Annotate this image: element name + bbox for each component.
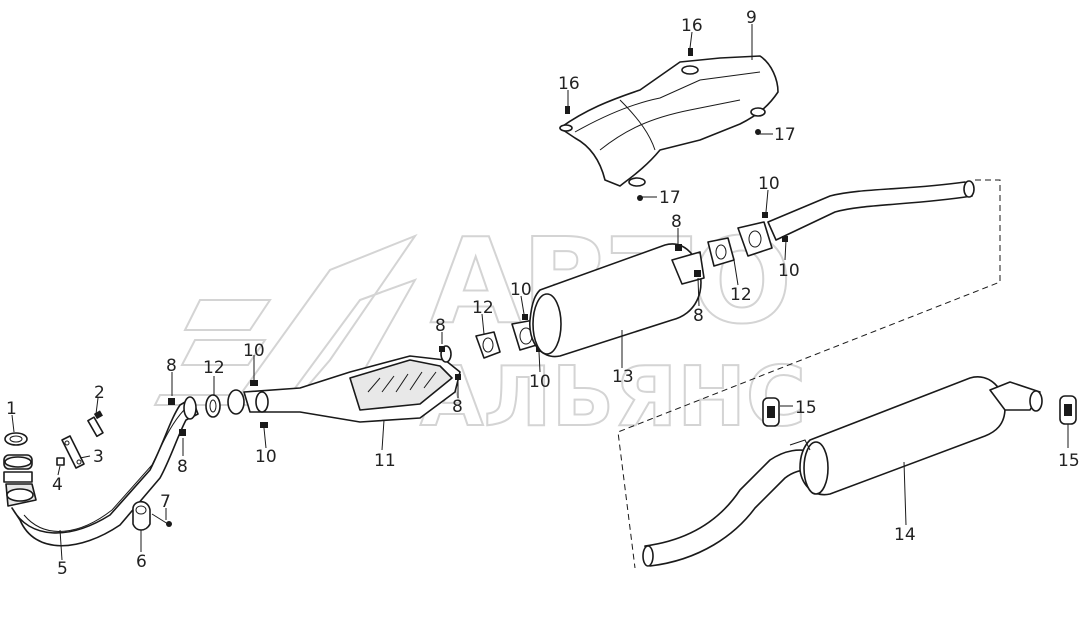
part-10-intermediate-pipe — [737, 180, 975, 257]
callout-8-d: 8 — [452, 397, 463, 417]
callout-12-a: 12 — [203, 358, 225, 378]
part-12-mid-gasket — [475, 331, 501, 359]
watermark-line2: АЛЬЯНС — [420, 350, 806, 445]
part-1-seal-ring — [4, 432, 28, 446]
callout-2: 2 — [94, 383, 105, 403]
part-8-front-nuts — [168, 398, 186, 436]
callout-8-a: 8 — [166, 356, 177, 376]
callout-10-b: 10 — [255, 447, 277, 467]
part-11-catalytic-converter — [227, 345, 461, 428]
rear-section-boundary — [617, 179, 1001, 569]
leader-lines — [11, 24, 1069, 561]
part-15-hanger-left — [762, 397, 780, 427]
callout-10-f: 10 — [778, 261, 800, 281]
callout-10-d: 10 — [529, 372, 551, 392]
callout-12-b: 12 — [472, 298, 494, 318]
callout-14: 14 — [894, 525, 916, 545]
callout-12-c: 12 — [730, 285, 752, 305]
callout-10-c: 10 — [510, 280, 532, 300]
part-6-clamp — [132, 500, 151, 531]
part-7-bolt — [151, 513, 172, 527]
callout-16-b: 16 — [558, 74, 580, 94]
part-9-heat-shield — [559, 48, 779, 201]
callout-8-b: 8 — [177, 457, 188, 477]
part-4-nut — [56, 457, 65, 466]
callout-15-a: 15 — [795, 398, 817, 418]
callout-5: 5 — [57, 559, 68, 579]
part-5-front-pipe — [3, 396, 199, 547]
callout-6: 6 — [136, 552, 147, 572]
callout-labels: 1 2 3 4 5 6 7 8 12 10 8 10 11 8 12 8 10 … — [6, 8, 1080, 579]
part-2-bolt — [87, 410, 104, 438]
callout-15-b: 15 — [1058, 451, 1080, 471]
part-15-hanger-right — [1059, 395, 1077, 425]
callout-8-e: 8 — [671, 212, 682, 232]
callout-8-f: 8 — [693, 306, 704, 326]
part-8-rear-nuts — [675, 244, 701, 277]
callout-1: 1 — [6, 399, 17, 419]
callout-3: 3 — [93, 447, 104, 467]
part-14-rear-muffler — [642, 376, 1043, 567]
part-3-bracket — [61, 435, 85, 469]
callout-10-a: 10 — [243, 341, 265, 361]
callout-10-e: 10 — [758, 174, 780, 194]
callout-11: 11 — [374, 451, 396, 471]
callout-9: 9 — [746, 8, 757, 28]
callout-17-b: 17 — [659, 188, 681, 208]
callout-7: 7 — [160, 492, 171, 512]
callout-13: 13 — [612, 367, 634, 387]
callout-4: 4 — [52, 475, 63, 495]
callout-8-c: 8 — [435, 316, 446, 336]
callout-16-a: 16 — [681, 16, 703, 36]
part-12-front-gasket — [205, 394, 221, 418]
callout-17-a: 17 — [774, 125, 796, 145]
